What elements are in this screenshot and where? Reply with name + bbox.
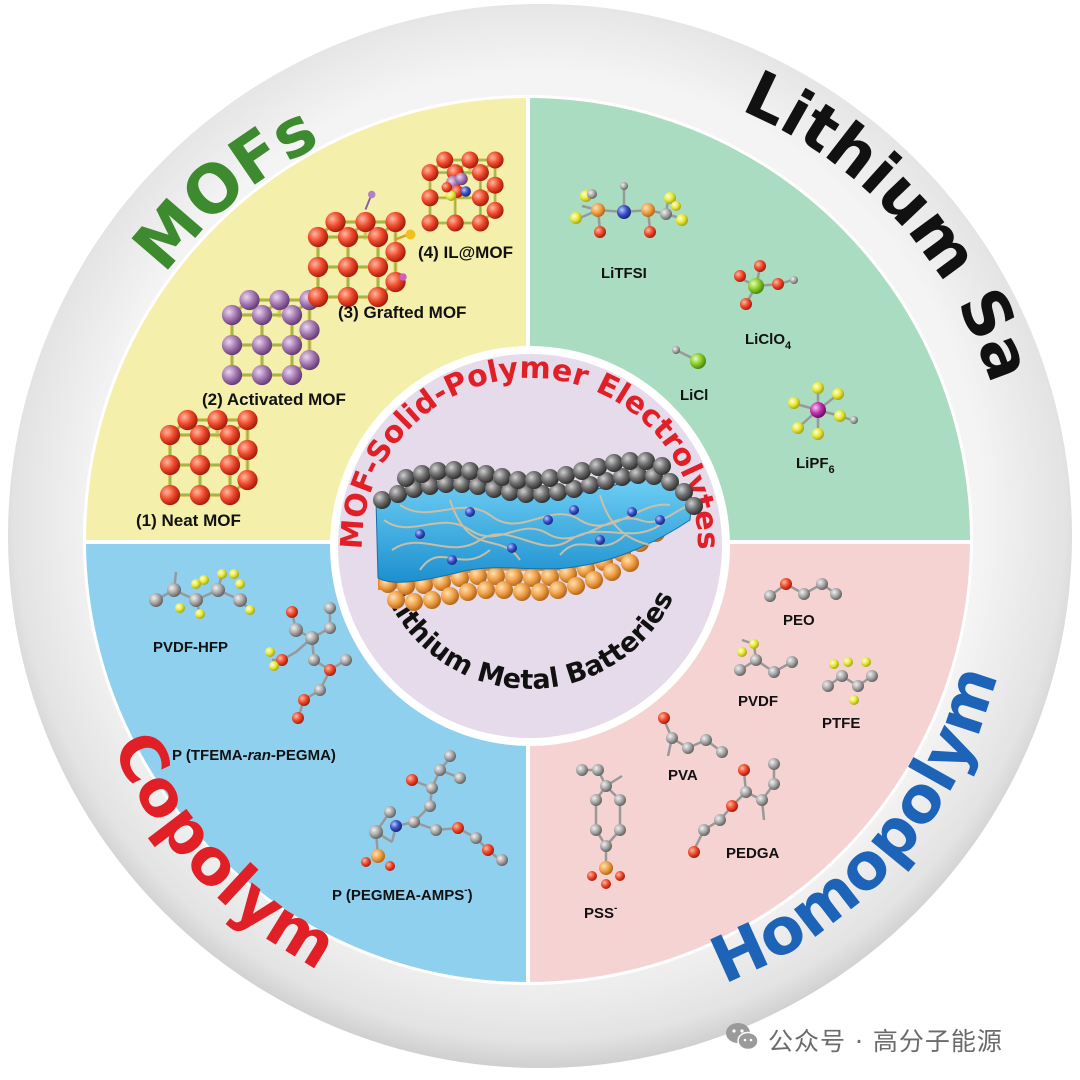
- salt-label-licl: LiCl: [680, 387, 708, 404]
- litfsi-molecule: [570, 182, 688, 238]
- peo-molecule: [764, 578, 842, 602]
- mof-grafted-structure: [307, 190, 416, 308]
- homo-label-pss: PSS-: [584, 903, 617, 922]
- pvdf-hfp-molecule: [149, 569, 255, 619]
- pegmea-amps-molecule: [361, 750, 508, 871]
- homo-label-pvdf: PVDF: [738, 693, 778, 710]
- mof-il-structure: [421, 151, 504, 232]
- tfema-pegma-molecule: [265, 602, 352, 724]
- mof-label-il: (4) IL@MOF: [418, 243, 513, 262]
- watermark-text: 公众号 · 高分子能源: [768, 1027, 1003, 1056]
- salt-label-lipf6: LiPF6: [796, 455, 835, 476]
- mof-label-activated: (2) Activated MOF: [202, 390, 346, 409]
- pedga-molecule: [688, 758, 780, 858]
- copoly-label-pvdf-hfp: PVDF-HFP: [153, 639, 228, 656]
- wechat-icon: [726, 1023, 759, 1051]
- pss-molecule: [576, 764, 626, 889]
- liclo4-molecule: [734, 260, 798, 310]
- copoly-label-pegmea: P (PEGMEA-AMPS-): [332, 885, 473, 904]
- mof-label-grafted: (3) Grafted MOF: [338, 303, 466, 322]
- homo-label-pedga: PEDGA: [726, 845, 780, 862]
- pva-molecule: [658, 712, 728, 758]
- copoly-label-tfema: P (TFEMA-ran-PEGMA): [172, 747, 336, 764]
- homo-label-ptfe: PTFE: [822, 715, 860, 732]
- mof-label-neat: (1) Neat MOF: [136, 511, 241, 530]
- lipf6-molecule: [788, 382, 858, 440]
- licl-molecule: [672, 346, 706, 369]
- salt-label-litfsi: LiTFSI: [601, 265, 647, 282]
- ptfe-molecule: [822, 657, 878, 705]
- pvdf-molecule: [734, 638, 798, 678]
- homo-label-pva: PVA: [668, 767, 698, 784]
- salt-label-liclo4: LiClO4: [745, 331, 792, 352]
- homo-label-peo: PEO: [783, 612, 815, 629]
- battery-cross-section: [373, 452, 703, 611]
